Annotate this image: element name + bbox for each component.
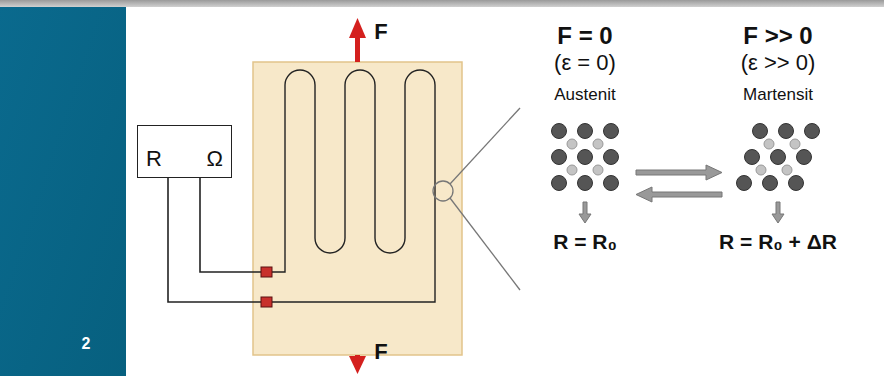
transform-arrow <box>636 187 722 202</box>
lattice-atom <box>797 150 812 165</box>
resistance-label: R = R₀ + ΔR <box>719 230 837 253</box>
lattice-atom <box>552 124 567 139</box>
phase-label: Austenit <box>554 86 615 105</box>
slide-number: 2 <box>82 335 91 353</box>
lattice-atom <box>578 124 593 139</box>
lattice-atom <box>604 176 619 191</box>
meter-wire <box>200 178 262 272</box>
lattice-atom <box>604 150 619 165</box>
lattice-atom <box>552 176 567 191</box>
interstitial-atom <box>593 165 603 175</box>
condition-label: F >> 0 <box>743 23 812 49</box>
ohmmeter-box: RΩ <box>137 125 232 178</box>
interstitial-atom <box>567 165 577 175</box>
force-arrow <box>349 18 366 62</box>
lattice-atom <box>805 124 820 139</box>
condition-label: F = 0 <box>557 23 612 49</box>
interstitial-atom <box>782 165 792 175</box>
lattice-atom <box>604 124 619 139</box>
force-label: F <box>374 20 387 44</box>
meter-symbol: Ω <box>207 148 223 170</box>
strain-label: (ε >> 0) <box>741 51 816 75</box>
zoom-line <box>450 198 520 290</box>
austenite-lattice <box>552 124 619 191</box>
lattice-atom <box>578 176 593 191</box>
force-label: F <box>374 340 387 364</box>
lattice-atom <box>771 150 786 165</box>
lattice-atom <box>737 176 752 191</box>
terminal <box>261 267 272 277</box>
interstitial-atom <box>764 139 774 149</box>
resistance-label: R = R₀ <box>553 230 617 253</box>
lattice-atom <box>763 176 778 191</box>
top-bar <box>0 0 884 7</box>
lattice-atom <box>745 150 760 165</box>
strain-label: (ε = 0) <box>554 51 616 75</box>
sample-plate <box>253 62 462 355</box>
lattice-atom <box>753 124 768 139</box>
lattice-atom <box>779 124 794 139</box>
meander-wire <box>272 70 435 302</box>
meter-symbol: R <box>146 148 162 170</box>
phase-label: Martensit <box>743 86 813 105</box>
interstitial-atom <box>790 139 800 149</box>
meter-wire <box>168 178 262 302</box>
terminal <box>261 297 272 307</box>
interstitial-atom <box>593 139 603 149</box>
force-arrow <box>349 355 366 374</box>
side-band <box>0 0 126 376</box>
zoom-line <box>450 108 520 184</box>
down-arrow <box>579 202 784 223</box>
lattice-atom <box>789 176 804 191</box>
lattice-atom <box>578 150 593 165</box>
transform-arrow <box>636 165 722 180</box>
interstitial-atom <box>567 139 577 149</box>
interstitial-atom <box>756 165 766 175</box>
martensite-lattice <box>737 124 820 191</box>
lattice-atom <box>552 150 567 165</box>
